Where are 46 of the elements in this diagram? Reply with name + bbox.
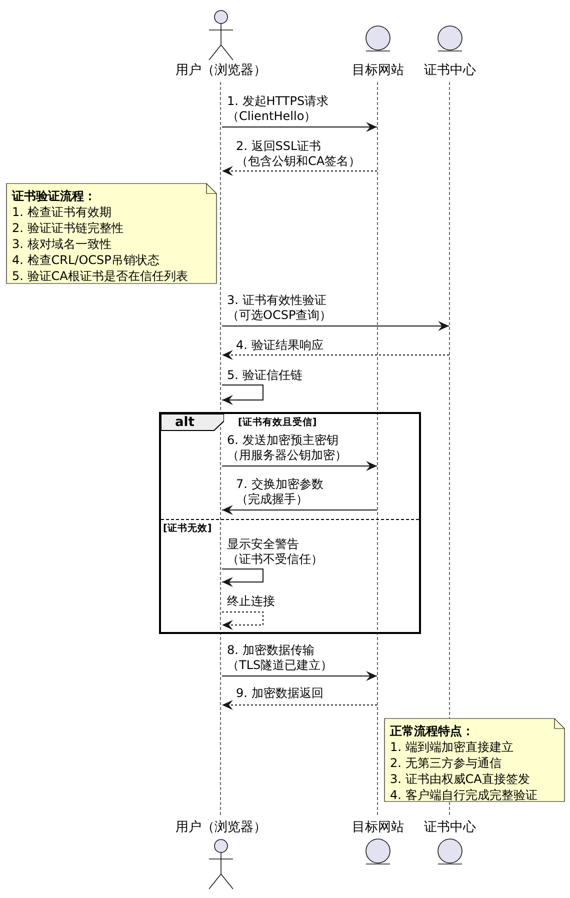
message-arrow [222,321,450,331]
note-item: 1. 检查证书有效期 [12,204,112,220]
self-arrow [222,612,264,630]
participant-label: 证书中心 [424,819,476,836]
note-box [384,718,565,802]
frame-tab: alt [161,414,224,431]
lifeline [220,82,222,815]
note-item: 4. 检查CRL/OCSP吊销状态 [12,252,160,268]
message-arrow [222,671,378,681]
note-item: 1. 端到端加密直接建立 [390,739,514,755]
message-arrow [222,166,378,176]
note-heading: 证书验证流程： [12,188,97,204]
message-arrow [222,350,450,360]
note-item: 2. 验证证书链完整性 [12,220,124,236]
message-label: 终止连接 [227,594,275,609]
participant-label: 用户（浏览器） [176,62,266,79]
participant-label: 目标网站 [352,62,404,79]
message-label: 6. 发送加密预主密钥（用服务器公钥加密） [227,433,347,463]
message-label: 8. 加密数据传输（TLS隧道已建立） [227,643,333,673]
self-arrow [222,384,264,405]
note-item: 3. 核对域名一致性 [12,236,112,252]
note-item: 5. 验证CA根证书是否在信任列表 [12,268,189,284]
self-arrow [222,568,264,587]
note-heading: 正常流程特点： [390,723,475,739]
message-arrow [222,461,378,471]
note-box [6,183,217,284]
note-item: 4. 客户端自行完成完整验证 [390,787,538,803]
message-label: 4. 验证结果响应 [236,338,324,353]
message-arrow [222,505,378,515]
message-label: 9. 加密数据返回 [236,686,324,701]
message-label: 7. 交换加密参数（完成握手） [236,477,324,507]
note-item: 2. 无第三方参与通信 [390,755,502,771]
participant-label: 目标网站 [352,819,404,836]
message-label: 3. 证书有效性验证（可选OCSP查询） [227,293,332,323]
guard-label: [证书无效] [163,522,212,535]
note-item: 3. 证书由权威CA直接签发 [390,771,531,787]
message-label: 显示安全警告（证书不受信任） [227,537,323,567]
guard-label: [证书有效且受信] [238,416,317,429]
message-arrow [222,122,378,132]
participant-label: 证书中心 [424,62,476,79]
message-label: 5. 验证信任链 [227,368,302,383]
message-arrow [222,700,378,710]
message-label: 2. 返回SSL证书（包含公钥和CA签名） [236,139,361,169]
lifeline [377,82,379,815]
participant-label: 用户（浏览器） [176,819,266,836]
message-label: 1. 发起HTTPS请求（ClientHello） [227,94,329,124]
